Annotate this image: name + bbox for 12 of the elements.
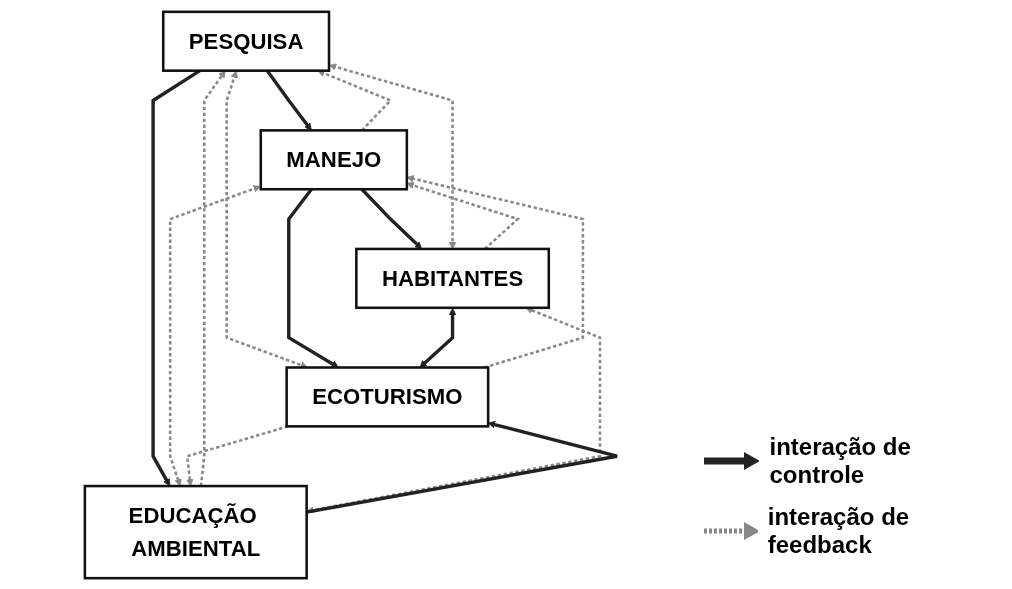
arrow — [329, 62, 457, 249]
legend-text: interação de feedback — [767, 503, 911, 559]
arrow — [406, 174, 585, 369]
legend-text: interação de controle — [769, 433, 912, 489]
node-box: ECOTURISMO — [285, 365, 490, 428]
arrow — [306, 420, 619, 514]
node-box: PESQUISA — [162, 10, 331, 72]
node-box: MANEJO — [259, 128, 409, 190]
node-box: EDUCAÇÃO AMBIENTAL — [83, 484, 308, 579]
arrow — [168, 184, 261, 486]
arrow — [419, 307, 457, 368]
node-box: HABITANTES — [355, 247, 551, 309]
